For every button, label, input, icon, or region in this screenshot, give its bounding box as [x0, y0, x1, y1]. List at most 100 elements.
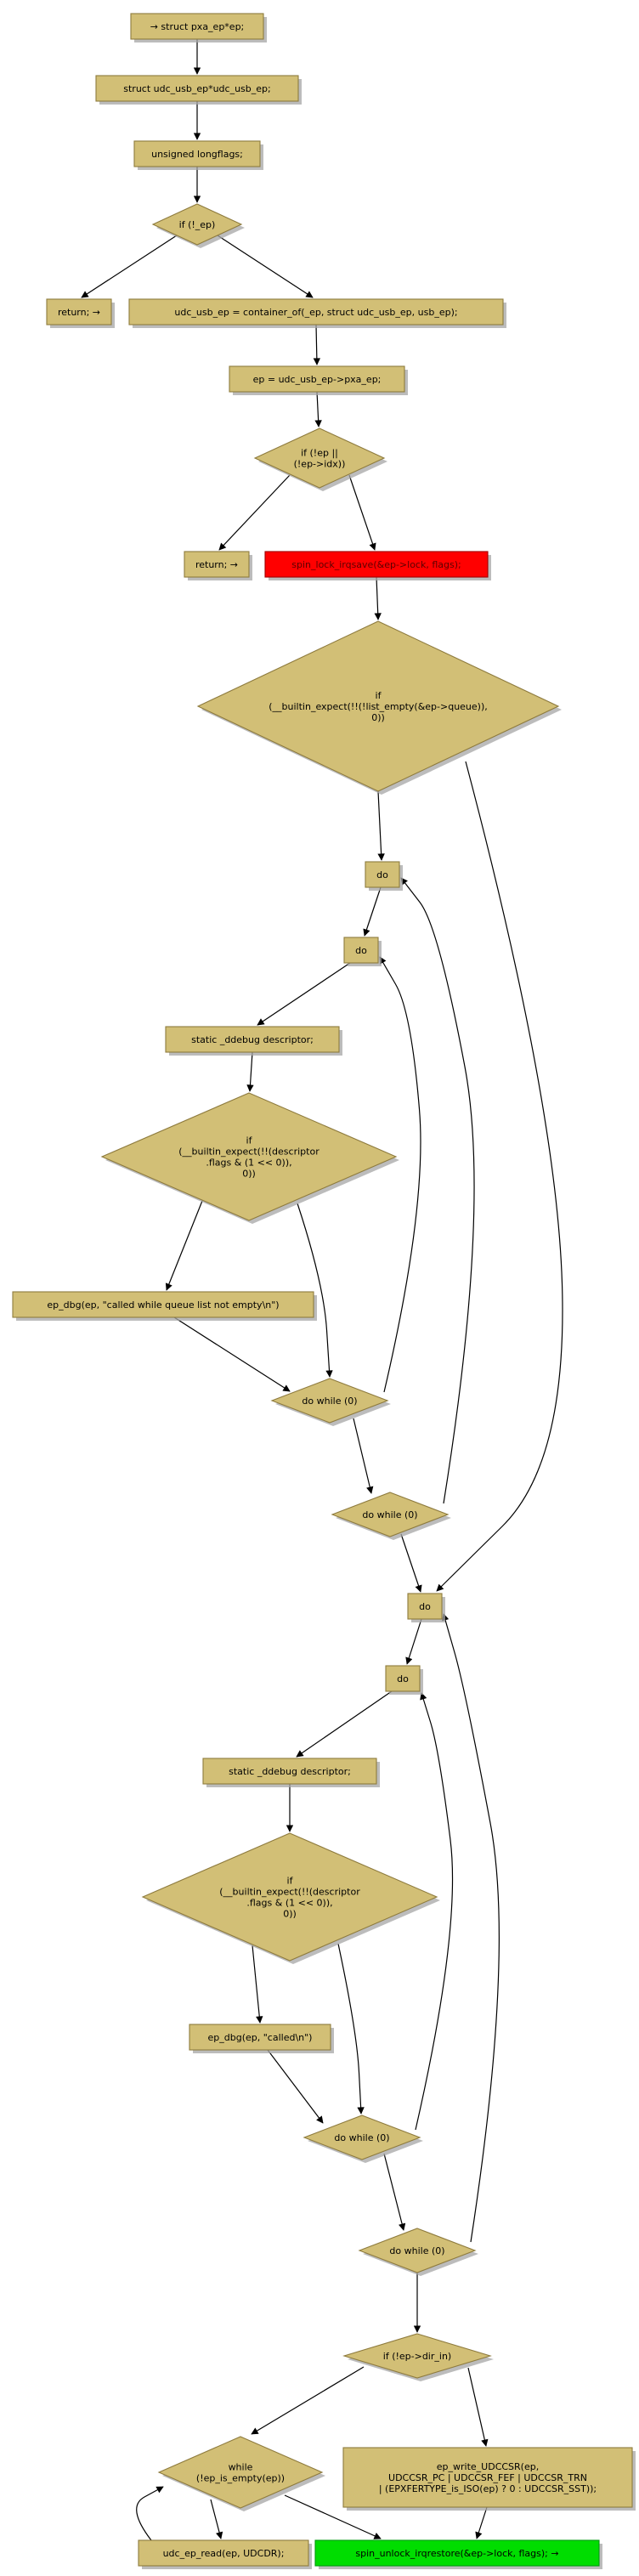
node-label-do-2-0: do [355, 945, 367, 956]
node-ep-write-udccsr: ep_write_UDCCSR(ep,UDCCSR_PC | UDCCSR_FE… [342, 2447, 636, 2511]
node-if-not-ep: if (!_ep) [151, 203, 245, 248]
node-shape-do-while-2 [331, 1492, 450, 1537]
node-decl-flags: unsigned longflags; [133, 140, 263, 170]
node-label-ep-write-udccsr-1: UDCCSR_PC | UDCCSR_FEF | UDCCSR_TRN [388, 2472, 587, 2483]
node-label-if-desc-flags-1-1: (__builtin_expect(!!(descriptor [178, 1146, 320, 1158]
node-label-if-desc-flags-1-3: 0)) [242, 1169, 256, 1180]
node-label-if-dir-in-0: if (!ep->dir_in) [383, 2351, 451, 2362]
node-label-ep-write-udccsr-2: | (EPXFERTYPE_is_ISO(ep) ? 0 : UDCCSR_SS… [379, 2483, 597, 2494]
node-return-1: return; → [46, 298, 115, 328]
node-label-do-while-3-0: do while (0) [334, 2132, 389, 2143]
edge-dw-2-back-to-do-1 [400, 877, 475, 1504]
edge-if-desc-2-true-to-dbg [252, 1945, 263, 2024]
node-label-static-ddebug-1-0: static _ddebug descriptor; [191, 1034, 314, 1045]
node-shape-spin-lock [264, 551, 489, 578]
edge-if-dir-in-true-to-while [251, 2366, 365, 2435]
node-label-while-not-empty-0: while [229, 2462, 253, 2473]
node-label-decl-udc-usb-ep-0: struct udc_usb_ep*udc_usb_ep; [123, 83, 270, 94]
node-decl-udc-usb-ep: struct udc_usb_ep*udc_usb_ep; [95, 75, 302, 105]
node-label-spin-unlock-0: spin_unlock_irqrestore(&ep->lock, flags)… [355, 2548, 558, 2559]
node-label-if-queue-empty-2: 0)) [371, 712, 385, 723]
node-shape-udc-ep-read [138, 2539, 309, 2567]
edge-if-not-ep-to-return-1 [81, 235, 178, 298]
edge-read-back-to-while [136, 2486, 164, 2541]
node-label-if-not-ep-0: if (!_ep) [179, 219, 216, 230]
node-do-2: do [343, 937, 382, 966]
node-static-ddebug-2: static _ddebug descriptor; [202, 1758, 380, 1787]
node-shape-ep-dbg-called [189, 2024, 331, 2051]
node-if-dir-in: if (!ep->dir_in) [342, 2333, 494, 2381]
node-do-while-2: do while (0) [331, 1492, 451, 1540]
node-do-3: do [407, 1593, 445, 1622]
node-label-if-ep-idx-0: if (!ep || [301, 448, 338, 459]
node-static-ddebug-1: static _ddebug descriptor; [165, 1026, 342, 1056]
node-label-do-4-0: do [397, 1673, 409, 1684]
edge-dw-1-back-to-do-2 [379, 956, 421, 1393]
node-entry-decl-ep: → struct pxa_ep*ep; [130, 13, 267, 42]
edge-write-to-unlock [475, 2506, 488, 2539]
edge-if-ep-idx-to-spin-lock [348, 474, 376, 551]
edge-dw-2-to-do-3 [400, 1533, 422, 1593]
edge-do-1-to-do-2 [363, 886, 382, 937]
node-shape-do-2 [343, 937, 379, 964]
node-shape-return-2 [184, 551, 250, 578]
node-shape-do-while-3 [303, 2115, 421, 2160]
edge-dbg-queue-to-dw-1 [173, 1316, 291, 1392]
node-label-if-desc-flags-2-0: if [287, 1876, 294, 1887]
edge-if-not-ep-to-container [217, 235, 314, 298]
node-label-if-desc-flags-2-1: (__builtin_expect(!!(descriptor [219, 1887, 360, 1898]
edge-if-desc-2-false-to-dw-3 [337, 1943, 365, 2115]
node-shape-return-1 [46, 298, 112, 326]
node-shape-do-4 [385, 1665, 421, 1692]
node-return-2: return; → [184, 551, 252, 580]
node-shape-container-of [128, 298, 504, 326]
node-container-of: udc_usb_ep = container_of(_ep, struct ud… [128, 298, 506, 328]
node-label-ep-dbg-called-0: ep_dbg(ep, "called\n") [208, 2032, 313, 2043]
node-shape-if-not-ep [151, 203, 243, 246]
node-label-do-while-4-0: do while (0) [389, 2245, 444, 2256]
edge-while-true-to-read [210, 2499, 223, 2539]
node-label-if-desc-flags-1-0: if [246, 1135, 253, 1146]
node-shape-decl-udc-usb-ep [95, 75, 299, 102]
node-label-while-not-empty-1: (!ep_is_empty(ep)) [196, 2473, 285, 2484]
node-shape-ep-write-udccsr [342, 2447, 633, 2508]
node-do-1: do [365, 861, 403, 891]
node-label-do-1-0: do [376, 869, 388, 880]
edge-dw-1-to-dw-2 [353, 1418, 374, 1494]
node-label-udc-ep-read-0: udc_ep_read(ep, UDCDR); [163, 2548, 285, 2559]
node-label-if-desc-flags-2-2: .flags & (1 << 0)), [246, 1898, 332, 1909]
node-label-if-ep-idx-1: (!ep->idx)) [294, 459, 346, 470]
node-do-4: do [385, 1665, 423, 1695]
node-shape-assign-ep [229, 365, 405, 393]
node-shape-if-desc-flags-1 [100, 1092, 398, 1221]
node-label-assign-ep-0: ep = udc_usb_ep->pxa_ep; [253, 374, 382, 385]
node-label-ep-dbg-queue-0: ep_dbg(ep, "called while queue list not … [47, 1299, 279, 1311]
node-shape-if-queue-empty [196, 620, 560, 792]
node-label-decl-flags-0: unsigned longflags; [151, 149, 243, 160]
node-shape-decl-flags [133, 140, 261, 167]
node-shape-static-ddebug-2 [202, 1758, 377, 1785]
edge-while-false-to-unlock [284, 2494, 382, 2539]
node-label-ep-write-udccsr-0: ep_write_UDCCSR(ep, [437, 2461, 539, 2472]
node-do-while-1: do while (0) [270, 1378, 391, 1426]
node-label-return-2-0: return; → [195, 559, 238, 570]
edge-if-ep-idx-to-return-2 [218, 474, 291, 551]
node-shape-do-while-4 [358, 2228, 477, 2273]
edge-dw-3-to-dw-4 [383, 2153, 406, 2231]
node-shape-if-ep-idx [253, 427, 386, 489]
edge-if-dir-in-false-to-write [467, 2367, 489, 2447]
edge-do-4-to-static-2 [296, 1690, 393, 1758]
node-shape-do-1 [365, 861, 400, 888]
node-label-container-of-0: udc_usb_ep = container_of(_ep, struct ud… [174, 307, 457, 318]
node-label-return-1-0: return; → [58, 307, 100, 318]
node-shape-spin-unlock [314, 2539, 600, 2567]
node-label-if-queue-empty-1: (__builtin_expect(!!(!list_empty(&ep->qu… [269, 701, 488, 712]
node-spin-unlock: spin_unlock_irqrestore(&ep->lock, flags)… [314, 2539, 602, 2569]
node-label-do-while-1-0: do while (0) [302, 1396, 357, 1407]
edge-if-desc-1-true-to-dbg [165, 1200, 203, 1291]
edge-if-desc-1-false-to-dw-1 [297, 1203, 333, 1378]
nodes-layer: → struct pxa_ep*ep;struct udc_usb_ep*udc… [12, 13, 636, 2569]
node-label-if-desc-flags-2-3: 0)) [283, 1909, 297, 1920]
edge-do-3-to-do-4 [405, 1618, 422, 1665]
